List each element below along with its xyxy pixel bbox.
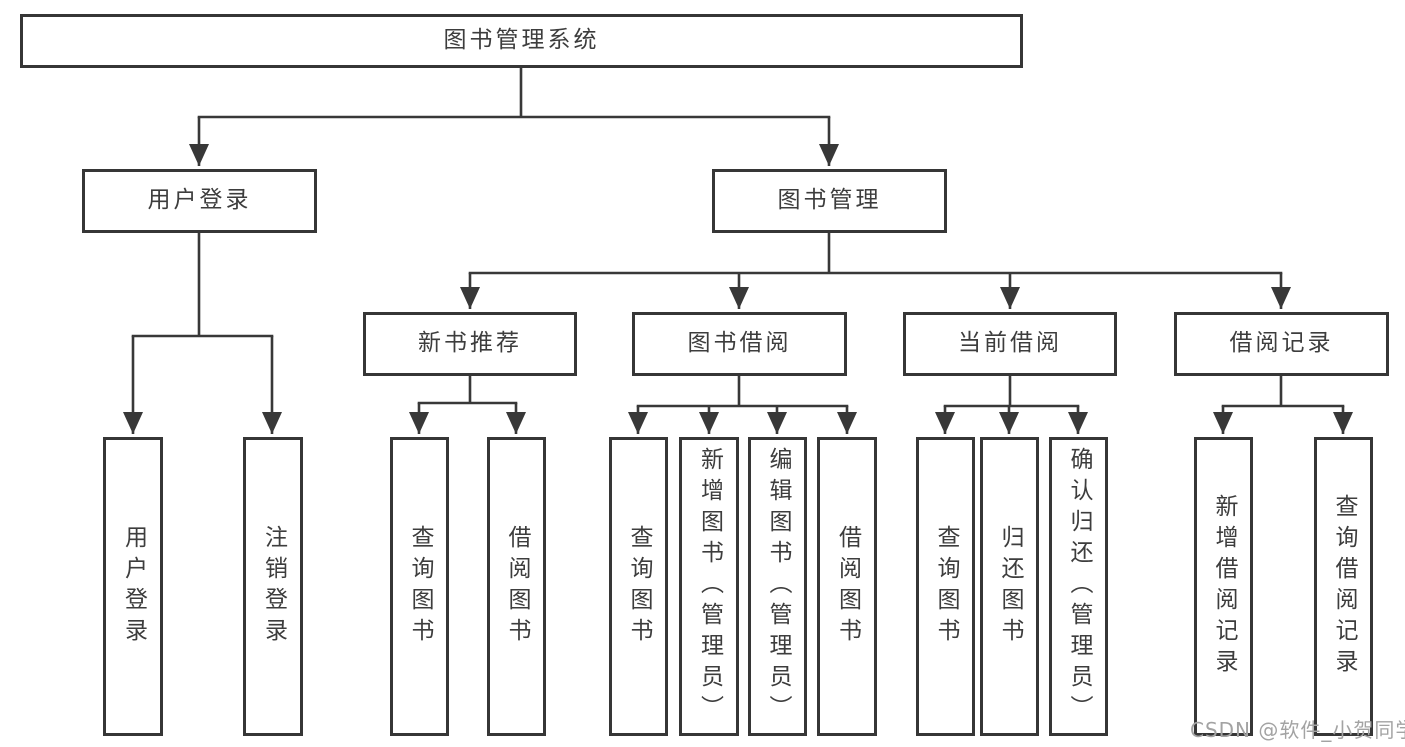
node-leaf-query-borrow-record-label: 查询借阅记录 — [1331, 493, 1357, 680]
node-user-login: 用户登录 — [82, 169, 317, 233]
node-user-login-label: 用户登录 — [147, 187, 252, 214]
connector-arrows — [123, 117, 1353, 434]
node-leaf-recommend-query-books: 查询图书 — [390, 437, 449, 736]
node-leaf-query-borrow-record: 查询借阅记录 — [1314, 437, 1373, 736]
node-new-book-recommend: 新书推荐 — [363, 312, 577, 376]
node-leaf-add-borrow-record-label: 新增借阅记录 — [1211, 493, 1237, 680]
node-leaf-add-books-admin-label: 新增图书（管理员） — [696, 447, 723, 726]
node-leaf-recommend-query-books-label: 查询图书 — [407, 524, 433, 649]
node-leaf-confirm-return-admin-label: 确认归还（管理员） — [1066, 447, 1092, 726]
node-book-management-label: 图书管理 — [777, 187, 882, 214]
connector-lines — [131, 66, 1345, 408]
csdn-watermark: CSDN @软件_小贺同学 — [1190, 718, 1405, 742]
node-borrowing-records: 借阅记录 — [1174, 312, 1389, 376]
node-current-borrowing: 当前借阅 — [903, 312, 1117, 376]
node-leaf-borrowing-query-books: 查询图书 — [609, 437, 668, 736]
node-leaf-borrowing-query-books-label: 查询图书 — [626, 524, 652, 649]
node-leaf-confirm-return-admin: 确认归还（管理员） — [1049, 437, 1108, 736]
node-leaf-recommend-borrow-books-label: 借阅图书 — [504, 524, 530, 649]
node-leaf-edit-books-admin-label: 编辑图书（管理员） — [765, 447, 791, 726]
node-leaf-logout-label: 注销登录 — [260, 524, 287, 649]
node-leaf-edit-books-admin: 编辑图书（管理员） — [748, 437, 807, 736]
node-leaf-current-query-books: 查询图书 — [916, 437, 975, 736]
node-library-system-label: 图书管理系统 — [443, 27, 600, 54]
node-leaf-user-login: 用户登录 — [103, 437, 163, 736]
node-new-book-recommend-label: 新书推荐 — [418, 330, 522, 357]
node-book-borrowing-label: 图书借阅 — [687, 330, 792, 357]
node-leaf-recommend-borrow-books: 借阅图书 — [487, 437, 546, 736]
node-book-management: 图书管理 — [712, 169, 947, 233]
node-leaf-add-books-admin: 新增图书（管理员） — [679, 437, 739, 736]
node-leaf-logout: 注销登录 — [243, 437, 303, 736]
node-borrowing-records-label: 借阅记录 — [1229, 330, 1334, 357]
node-book-borrowing: 图书借阅 — [632, 312, 847, 376]
node-leaf-current-query-books-label: 查询图书 — [933, 524, 959, 649]
node-library-system: 图书管理系统 — [20, 14, 1023, 68]
node-leaf-return-books-label: 归还图书 — [997, 524, 1023, 649]
node-leaf-borrow-books: 借阅图书 — [817, 437, 877, 736]
node-leaf-user-login-label: 用户登录 — [120, 524, 147, 649]
node-leaf-return-books: 归还图书 — [980, 437, 1039, 736]
node-leaf-add-borrow-record: 新增借阅记录 — [1194, 437, 1253, 736]
node-leaf-borrow-books-label: 借阅图书 — [834, 524, 861, 649]
node-current-borrowing-label: 当前借阅 — [958, 330, 1062, 357]
